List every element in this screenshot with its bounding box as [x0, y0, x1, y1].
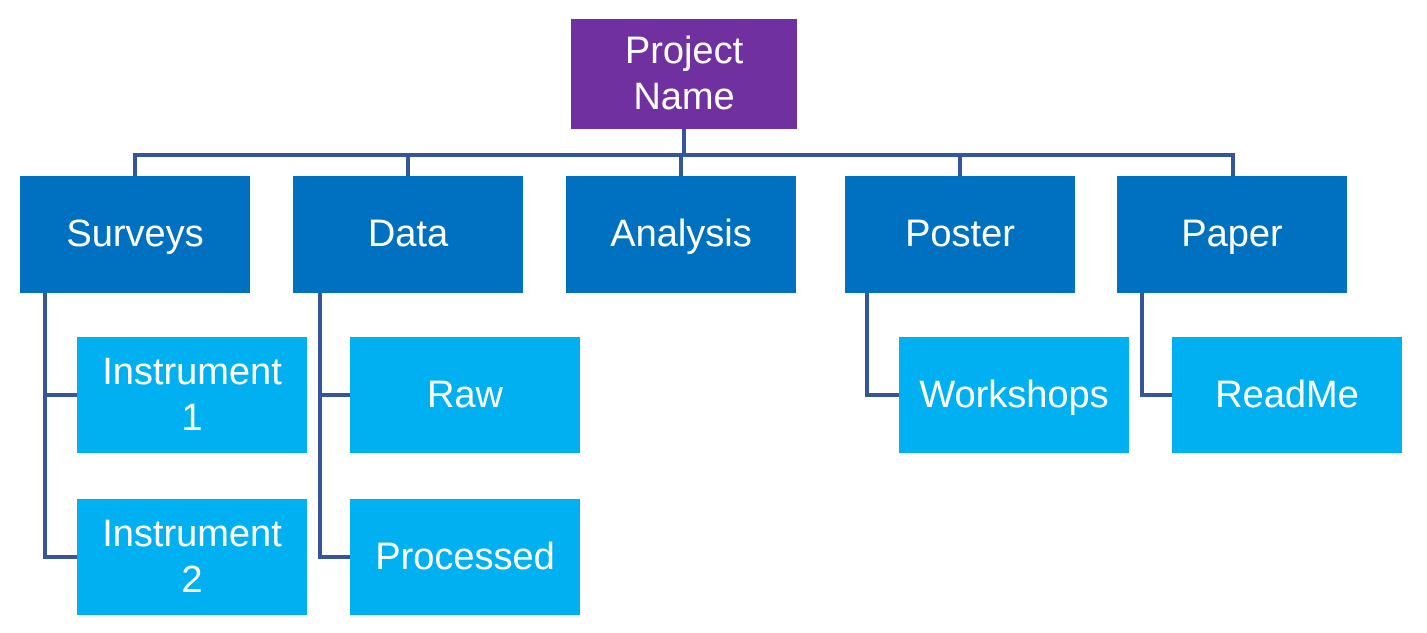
- node-project-name: Project Name: [571, 19, 797, 129]
- node-instrument-2: Instrument 2: [77, 499, 307, 615]
- node-analysis: Analysis: [566, 176, 796, 293]
- node-processed: Processed: [350, 499, 580, 615]
- node-instrument-1-label: Instrument 1: [102, 350, 282, 439]
- node-instrument-2-label: Instrument 2: [102, 512, 282, 601]
- connector-drop-analysis: [679, 153, 683, 176]
- connector-drop-surveys: [133, 153, 137, 176]
- node-workshops: Workshops: [899, 337, 1129, 453]
- connector-elbow-processed: [318, 555, 350, 559]
- connector-horizontal-rail: [133, 153, 1235, 157]
- connector-spine-poster: [865, 291, 869, 397]
- node-paper-label: Paper: [1181, 213, 1283, 256]
- node-data: Data: [293, 176, 523, 293]
- node-readme: ReadMe: [1172, 337, 1402, 453]
- connector-spine-data: [318, 291, 322, 559]
- node-instrument-1: Instrument 1: [77, 337, 307, 453]
- connector-elbow-workshops: [865, 393, 899, 397]
- connector-elbow-raw: [318, 393, 350, 397]
- connector-spine-surveys: [43, 291, 47, 559]
- connector-spine-paper: [1140, 291, 1144, 397]
- connector-root-drop: [682, 129, 686, 155]
- node-raw: Raw: [350, 337, 580, 453]
- node-analysis-label: Analysis: [610, 213, 752, 256]
- node-poster: Poster: [845, 176, 1075, 293]
- node-data-label: Data: [367, 213, 449, 256]
- node-readme-label: ReadMe: [1215, 373, 1359, 416]
- connector-elbow-instrument-1: [43, 393, 77, 397]
- connector-drop-poster: [958, 153, 962, 176]
- node-workshops-label: Workshops: [919, 373, 1109, 416]
- connector-drop-paper: [1231, 153, 1235, 176]
- node-surveys: Surveys: [20, 176, 250, 293]
- connector-elbow-readme: [1140, 393, 1172, 397]
- node-poster-label: Poster: [905, 213, 1015, 256]
- connector-drop-data: [406, 153, 410, 176]
- node-raw-label: Raw: [426, 373, 504, 416]
- node-project-name-label: Project Name: [624, 29, 744, 118]
- node-processed-label: Processed: [375, 535, 555, 578]
- node-surveys-label: Surveys: [66, 213, 204, 256]
- connector-elbow-instrument-2: [43, 555, 77, 559]
- node-paper: Paper: [1117, 176, 1347, 293]
